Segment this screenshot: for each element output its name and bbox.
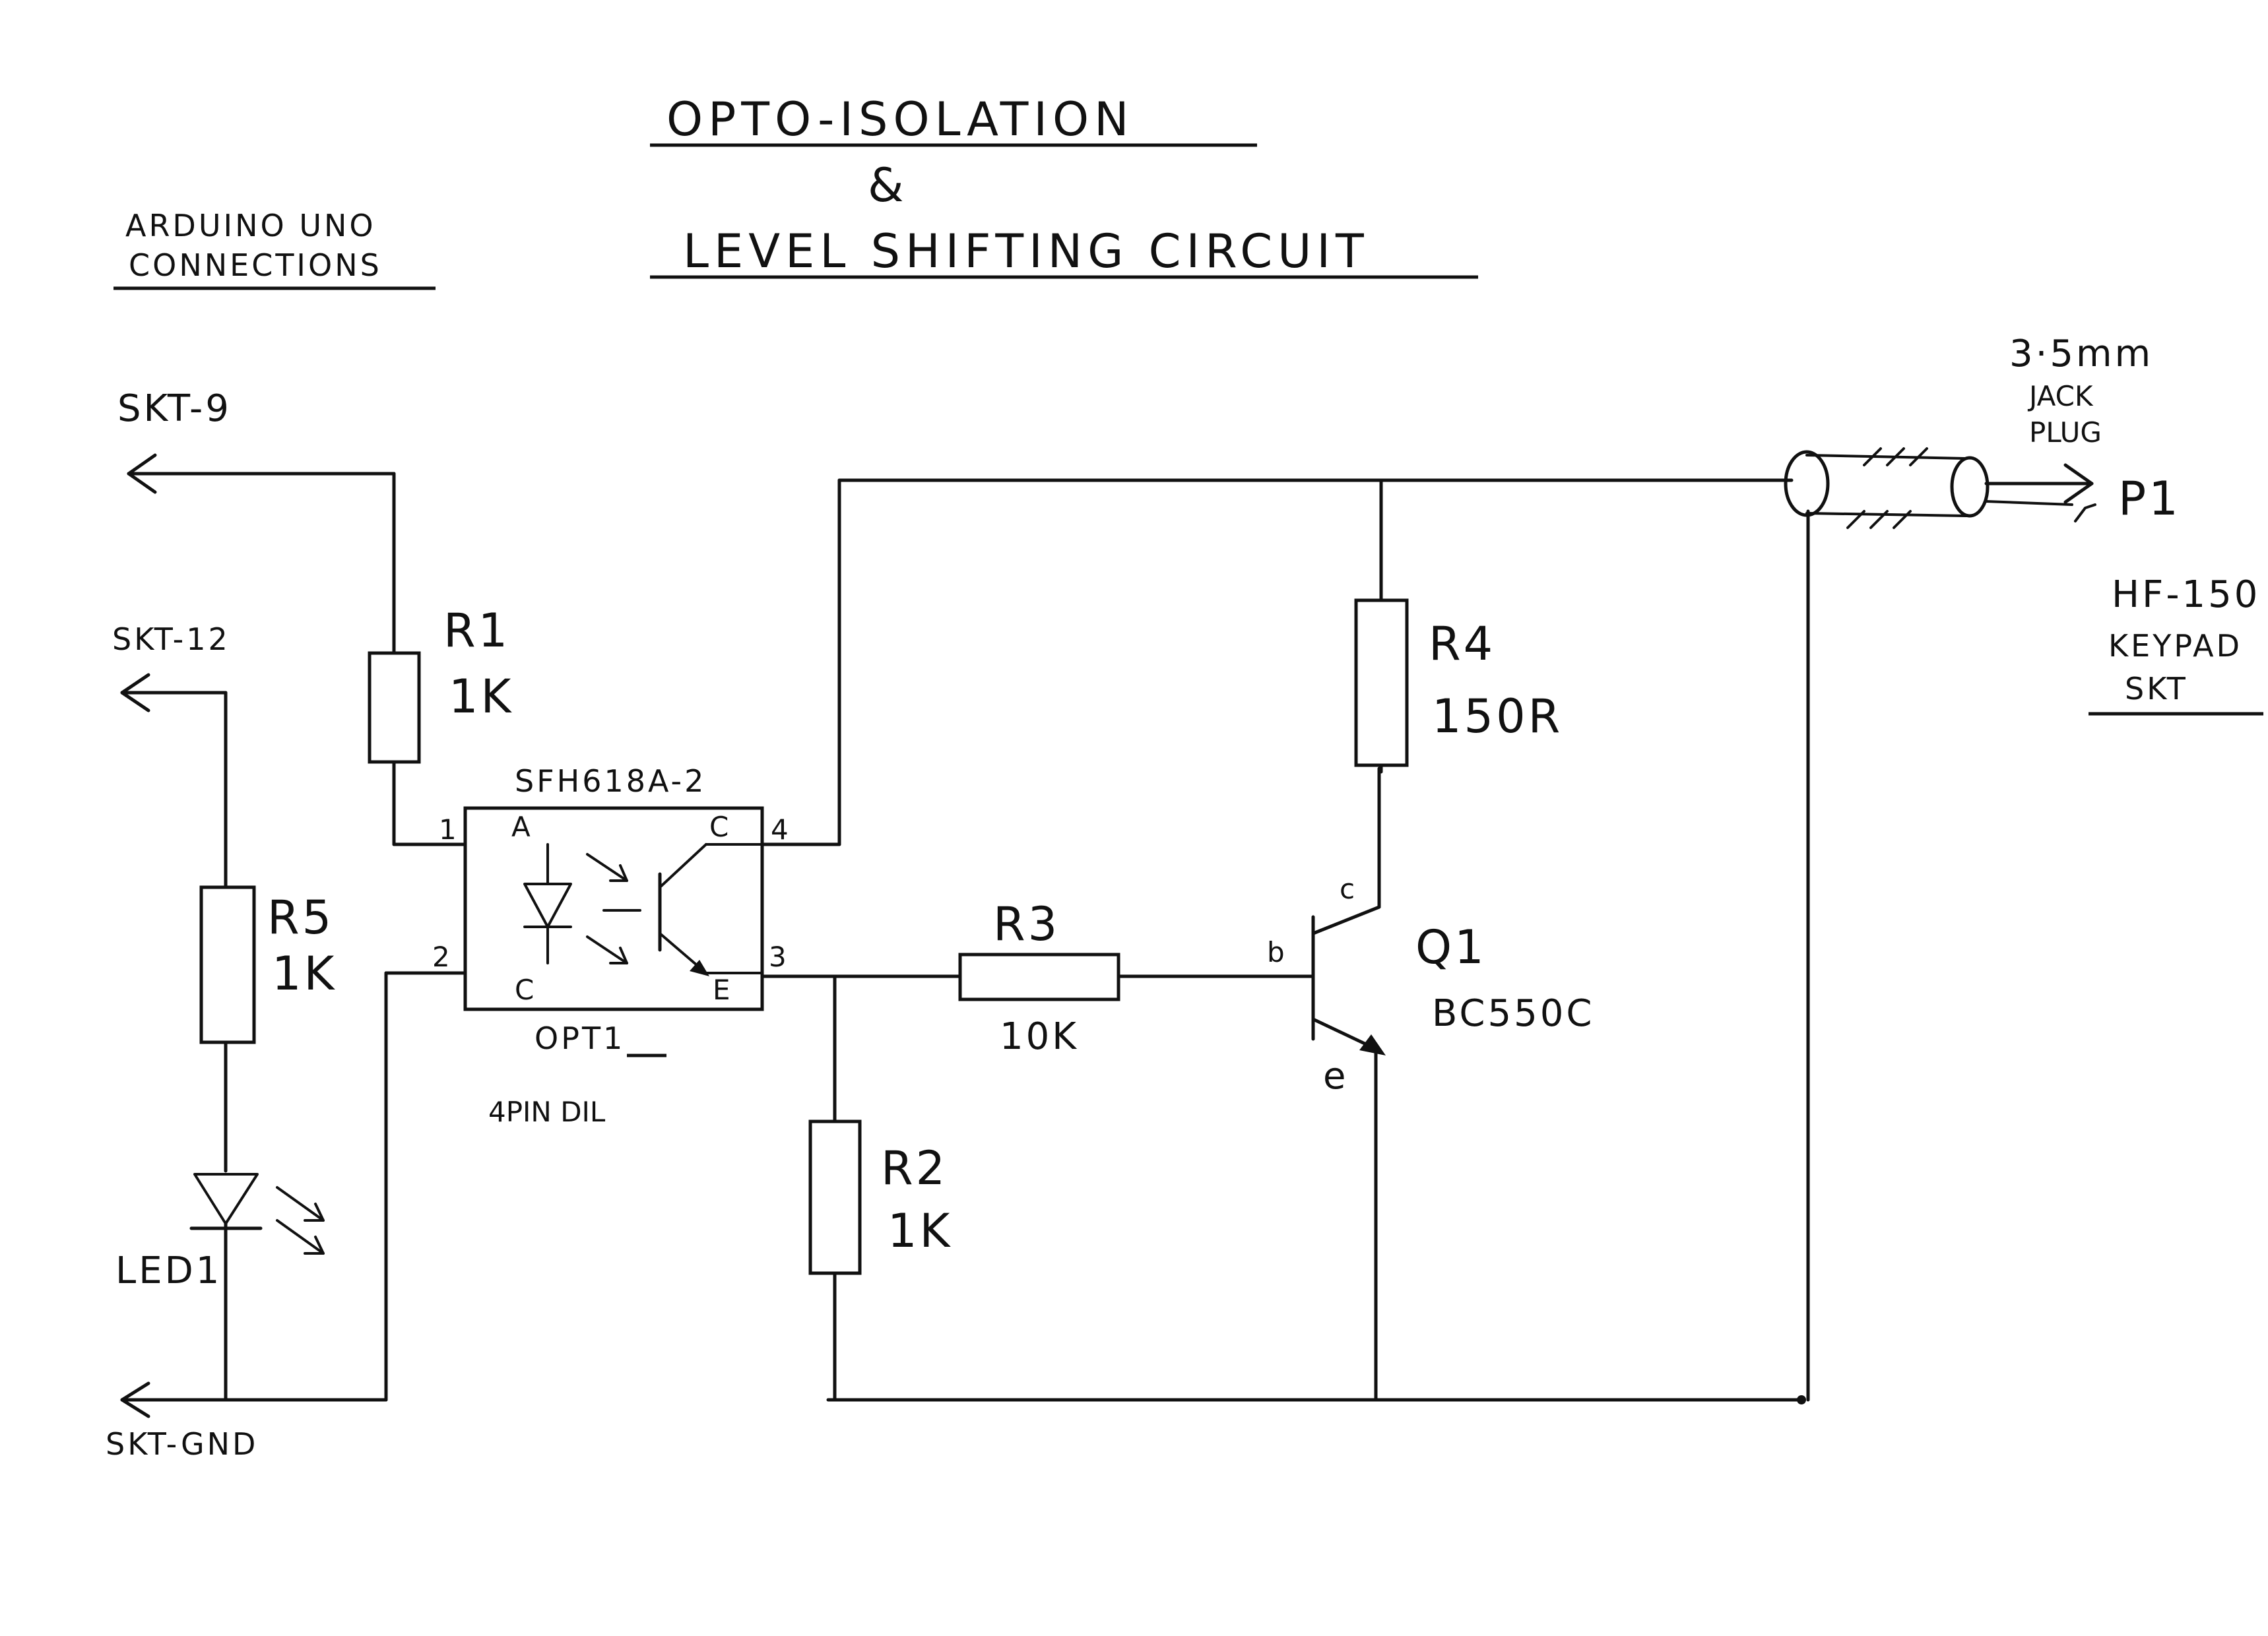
r5-resistor: R5 1K [199,691,337,1173]
led1-ref: LED1 [115,1249,222,1292]
q1-ref: Q1 [1415,920,1487,974]
opt1-anode-label: A [511,811,531,843]
r1-ref: R1 [443,604,510,658]
opt1-optocoupler: SFH618A-2 1 2 3 4 A C C E OPT1 4PIN DIL [432,763,789,1128]
opt1-package: 4PIN DIL [488,1096,606,1128]
opt1-part: SFH618A-2 [515,763,706,799]
skt9-connector: SKT-9 [117,387,396,494]
hf-line2: KEYPAD [2108,628,2242,664]
p1-label: P1 [2118,472,2181,526]
arduino-label-line1: ARDUINO UNO [125,208,376,243]
r1-value: 1K [449,670,513,724]
r3-resistor: R3 10K [958,897,1315,1058]
jack-line2: JACK [2027,380,2094,412]
r3-ref: R3 [993,897,1060,951]
r4-value: 150R [1432,689,1563,743]
q1-pin-c: c [1340,873,1355,905]
opt1-pin1: 1 [439,813,457,846]
arduino-heading: ARDUINO UNO CONNECTIONS [113,208,436,290]
r4-resistor: R4 150R [1354,478,1563,774]
r1-resistor: R1 1K [368,472,513,846]
opt1-collector-label: C [709,811,729,843]
r5-ref: R5 [267,891,334,945]
r2-ref: R2 [881,1141,948,1195]
arduino-label-line2: CONNECTIONS [129,247,382,283]
title-block: OPTO-ISOLATION & LEVEL SHIFTING CIRCUIT [650,92,1478,279]
opt1-emitter-label: E [713,974,730,1006]
opt1-ref: OPT1 [535,1021,625,1056]
q1-transistor: b c e Q1 BC550C [1267,767,1595,1402]
opt1-pin2: 2 [432,941,450,973]
hf-line1: HF-150 [2112,573,2260,616]
skt9-label: SKT-9 [117,387,232,430]
hf-line3: SKT [2125,671,2188,707]
r2-resistor: R2 1K [808,974,952,1402]
q1-part: BC550C [1432,992,1595,1035]
title-line3: LEVEL SHIFTING CIRCUIT [683,224,1369,278]
jack-size: 3·5mm [2009,332,2153,375]
q1-pin-b: b [1267,936,1285,968]
jack-plug: 3·5mm JACK PLUG P1 [1784,332,2181,529]
sktgnd-label: SKT-GND [106,1426,258,1462]
led1-diode: LED1 [115,1173,325,1402]
sktgnd-connector: SKT-GND [106,1381,388,1462]
q1-pin-e: e [1323,1055,1348,1098]
title-line2: & [868,158,909,212]
r3-value: 10K [1000,1015,1079,1058]
skt12-connector: SKT-12 [112,621,230,712]
r5-value: 1K [272,947,337,1001]
r4-ref: R4 [1429,617,1495,671]
opt1-cathode-label: C [515,974,534,1006]
skt12-label: SKT-12 [112,621,230,657]
title-line1: OPTO-ISOLATION [666,92,1134,146]
r2-value: 1K [888,1204,952,1258]
opt1-pin4: 4 [771,813,789,846]
hf150-label: HF-150 KEYPAD SKT [2089,573,2263,716]
opt1-pin3: 3 [769,941,787,973]
jack-line3: PLUG [2029,416,2102,449]
